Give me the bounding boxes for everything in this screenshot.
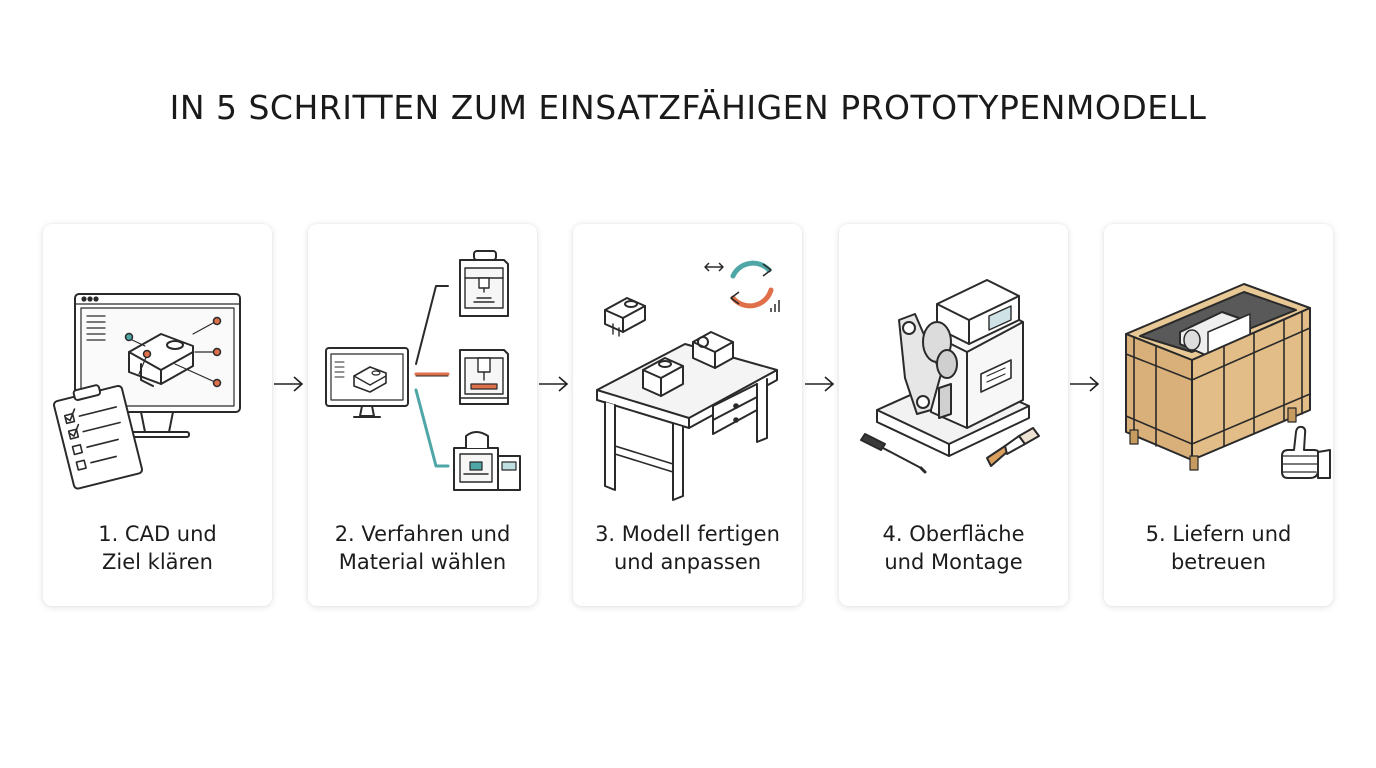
- thumbs-up-icon: [1281, 425, 1331, 479]
- monitor-icon: [325, 347, 409, 418]
- screwdriver-icon: [860, 433, 927, 474]
- process-selection-illustration: [325, 250, 521, 491]
- printer-sla-icon: [459, 349, 509, 405]
- arrow-right-icon: [1070, 376, 1100, 392]
- monitor-cad-icon: [52, 293, 241, 490]
- printer-fdm-icon: [459, 250, 509, 317]
- arrow-right-icon: [805, 376, 835, 392]
- refresh-cycle-icon: [730, 260, 774, 309]
- page-title: IN 5 SCHRITTEN ZUM EINSATZFÄHIGEN PROTOT…: [169, 88, 1207, 127]
- arrow-right-icon: [539, 376, 569, 392]
- part-icon: [604, 297, 646, 337]
- workbench-icon: [596, 260, 780, 501]
- checklist-icon: [52, 384, 143, 490]
- machine-assembly-icon: [860, 279, 1040, 474]
- printer-multi-icon: [453, 431, 521, 491]
- wooden-crate-icon: [1125, 283, 1331, 479]
- arrow-right-icon: [274, 376, 304, 392]
- paintbrush-icon: [986, 427, 1040, 467]
